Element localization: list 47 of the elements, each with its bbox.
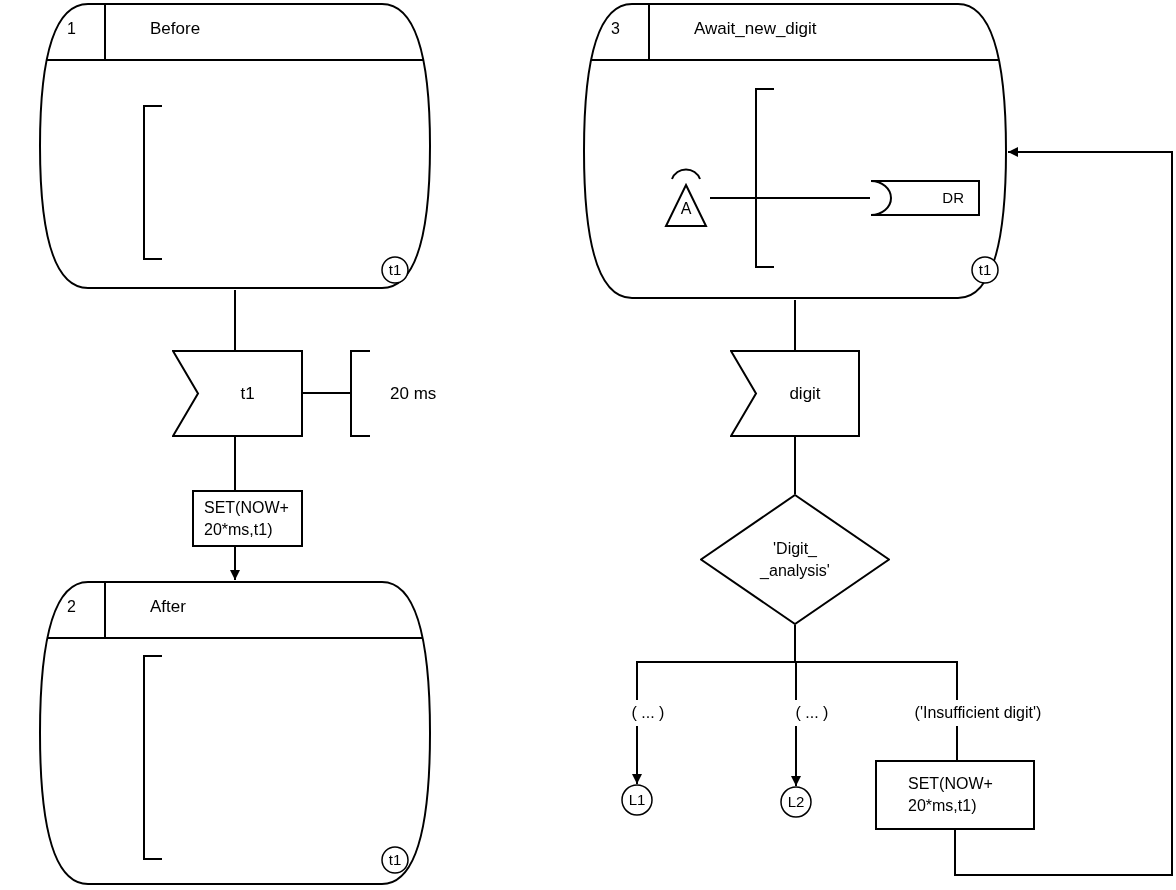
circle-label: L1 [628,789,646,810]
connector-circle [381,846,409,874]
circle-label: L2 [787,791,805,812]
circle-label: t1 [978,259,992,280]
connector [791,725,801,787]
connector [632,725,642,785]
circle-label: t1 [388,259,402,280]
circle-label: t1 [388,849,402,870]
signal-label: digit [789,382,821,405]
branch-label: ('Insufficient digit') [876,700,1080,726]
connector-circle [381,256,409,284]
task-box [192,490,303,547]
input-signal-shape [172,350,303,437]
connector [234,289,236,351]
decision-diamond [700,494,890,625]
state-number: 3 [611,20,620,37]
state-shape [582,2,1008,300]
state-number: 2 [67,598,76,615]
comment-text: 20 ms [390,382,437,405]
connector-circle [780,786,812,818]
state-shape [38,2,432,290]
state-shape [38,580,432,886]
state-name: After [150,597,186,616]
signal-label: t1 [240,382,255,405]
state-name: Before [150,19,201,38]
connector-circle [971,256,999,284]
state-name: Await_new_digit [694,19,817,38]
state-number: 1 [67,20,76,37]
task-label: SET(NOW+ 20*ms,t1) [204,497,290,540]
task-box [875,760,1035,830]
connector [794,624,958,701]
connector-circle [621,784,653,816]
connector [794,436,796,495]
dr-symbol [870,180,980,216]
connector [234,436,236,491]
symbol-label: A [680,199,692,219]
connector [230,546,240,581]
branch-label: ( ... ) [598,700,698,726]
connector [954,147,1173,876]
symbol-label: DR [942,187,964,208]
connector [794,299,796,351]
decision-label: 'Digit_ _analysis' [758,538,831,581]
connector [302,392,351,394]
input-signal-shape [730,350,860,437]
task-label: SET(NOW+ 20*ms,t1) [908,774,994,816]
branch-label: ( ... ) [762,700,862,726]
connector [956,725,958,761]
